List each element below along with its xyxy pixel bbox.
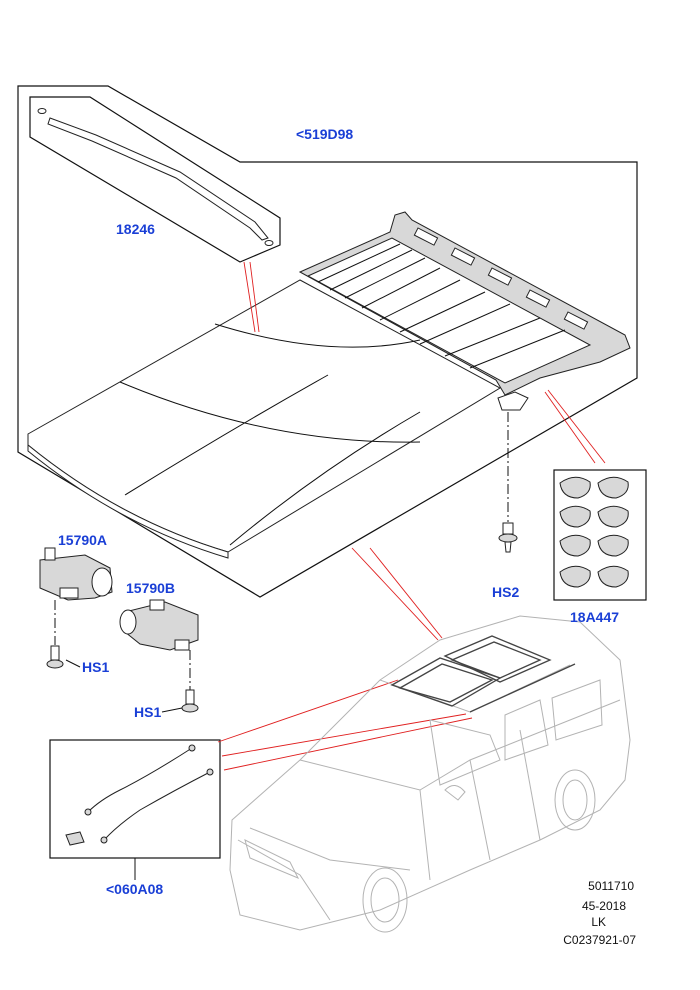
motor-a [39,547,113,601]
headliner-panel [27,279,502,559]
trim-strip [47,117,269,241]
roof-bracket-5 [563,311,589,330]
headliner-seam-3 [124,374,329,496]
rail-9 [469,329,566,369]
callout-drain-tubes-ref[interactable]: <060A08 [106,881,163,897]
callout-motor-a[interactable]: 15790A [58,532,107,548]
pads-frame [553,469,647,601]
red-leaders [217,261,606,771]
hs1-b-leader [161,707,183,713]
vehicle-outline [229,615,631,933]
callout-pads[interactable]: 18A447 [570,609,619,625]
roof-bracket-2 [450,247,476,266]
hs2-bolt [498,522,518,553]
roof-frame [298,211,631,411]
callout-hs1-a[interactable]: HS1 [82,659,109,675]
callout-trim-strip[interactable]: 18246 [116,221,155,237]
ref-line-1: 5011710 [588,879,634,893]
callout-hs2[interactable]: HS2 [492,584,519,600]
callout-headliner-ref[interactable]: <519D98 [296,126,353,142]
rail-5 [379,279,461,321]
roof-bracket-1 [413,227,439,246]
headliner-seam-1 [119,381,421,443]
headliner-edge [27,443,229,559]
callout-motor-b[interactable]: 15790B [126,580,175,596]
ref-line-3: LK [591,915,606,929]
roof-mount-bracket [497,391,529,411]
trim-strip-end-a [37,108,47,114]
pads-group [559,476,629,588]
rail-6 [399,291,486,333]
ref-line-2: 45-2018 [582,899,626,913]
rail-8 [444,317,541,357]
rail-2 [329,249,413,291]
rail-1 [317,243,401,283]
ref-line-4: C0237921-07 [563,933,636,947]
rail-4 [361,267,441,309]
headliner-seam-4 [229,411,421,546]
hs1-a-leader [65,659,81,668]
roof-bracket-3 [487,267,513,286]
trim-strip-inset [29,96,281,263]
headliner-seam-2 [214,323,421,348]
main-frame [17,85,638,598]
motor-b [119,599,199,651]
callout-hs1-b[interactable]: HS1 [134,704,161,720]
trim-strip-frame [29,96,281,263]
rail-7 [419,303,511,345]
roof-frame-opening [306,237,592,384]
hs1-bolt-b [181,689,199,713]
drain-tubes [65,744,214,846]
roof-bracket-4 [525,289,551,308]
hs1-bolt-a [46,645,64,669]
rail-3 [344,257,426,299]
trim-strip-end-b [264,240,274,246]
